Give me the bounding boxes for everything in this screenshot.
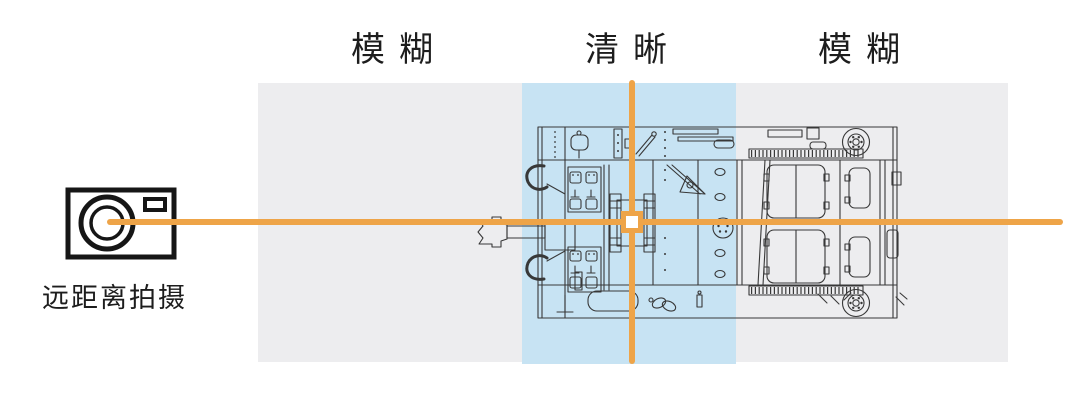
camera-caption: 远距离拍摄 <box>42 283 187 313</box>
label-blur-right: 模糊 <box>818 32 914 69</box>
optical-axis-line <box>107 219 1063 225</box>
label-blur-left: 模糊 <box>351 32 447 69</box>
focus-square <box>621 211 643 233</box>
label-sharp-center: 清晰 <box>585 32 681 69</box>
